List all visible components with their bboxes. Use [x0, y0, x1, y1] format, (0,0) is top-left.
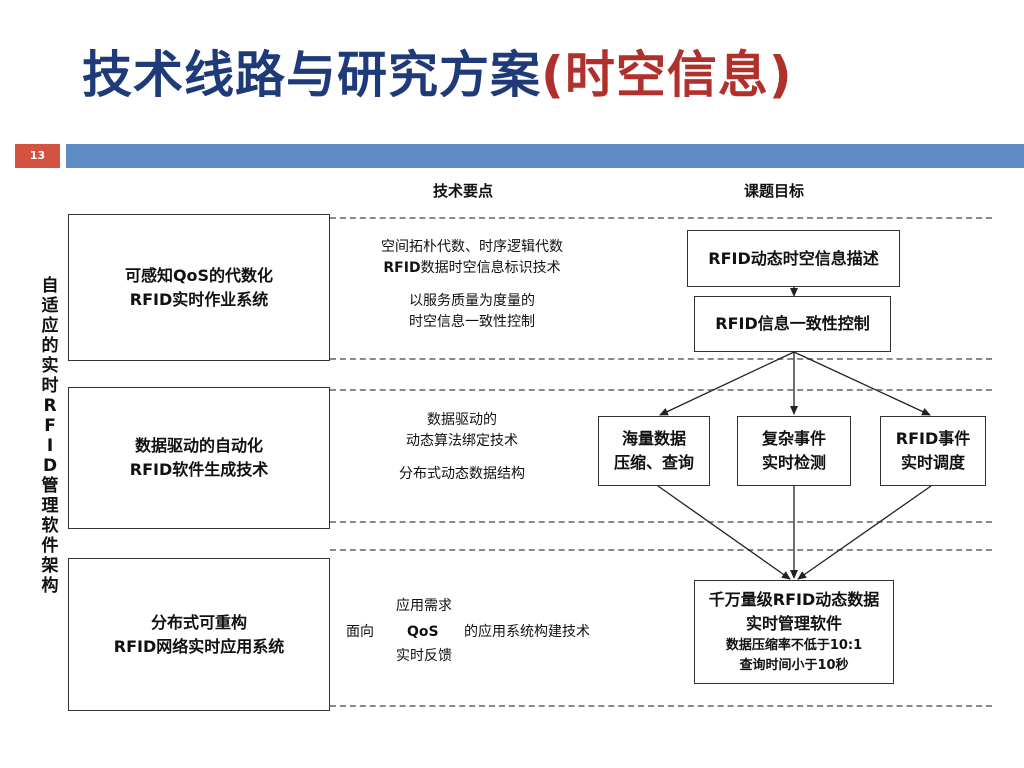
goal-text: 查询时间小于10秒 [739, 658, 849, 673]
goal-text: 压缩、查询 [613, 453, 694, 472]
tech-point-text: 数据驱动的 [427, 412, 497, 428]
side-label-char: 的 [41, 336, 59, 356]
tech-point-text: 应用需求 [396, 598, 452, 614]
left-box-line: RFID实时作业系统 [129, 289, 269, 309]
side-label-char: 适 [41, 296, 59, 316]
side-label-char: 应 [41, 316, 59, 336]
tech-points-group-2: 数据驱动的 动态算法绑定技术 分布式动态数据结构 [362, 410, 562, 485]
goal-text: 实时检测 [761, 453, 826, 472]
dashed-separator [330, 217, 992, 219]
goal-text: RFID动态时空信息描述 [708, 248, 879, 268]
tech-point-text: RFID数据时空信息标识技术 [383, 260, 561, 276]
goal-box-rfid-desc: RFID动态时空信息描述 [687, 230, 900, 287]
goal-box-schedule: RFID事件 实时调度 [880, 416, 986, 486]
left-box-data-driven: 数据驱动的自动化 RFID软件生成技术 [68, 387, 330, 529]
left-box-line: RFID软件生成技术 [129, 460, 269, 479]
side-label-char: F [44, 416, 56, 436]
page-title: 技术线路与研究方案(时空信息) [82, 40, 793, 110]
tech-point-text: 动态算法绑定技术 [406, 433, 518, 449]
arrow [659, 351, 795, 416]
side-label-char: 实 [41, 356, 59, 376]
arrow [797, 485, 932, 580]
side-label-char: I [46, 436, 54, 456]
left-box-line: 数据驱动的自动化 [134, 436, 263, 455]
goal-box-final: 千万量级RFID动态数据 实时管理软件 数据压缩率不低于10:1 查询时间小于1… [694, 580, 894, 684]
tech-point-text: 以服务质量为度量的 [409, 293, 535, 309]
left-box-qos-rtos: 可感知QoS的代数化 RFID实时作业系统 [68, 214, 330, 361]
goal-text: 实时调度 [900, 453, 965, 472]
goal-box-rfid-consistency: RFID信息一致性控制 [694, 296, 891, 352]
tech-point-text: 空间拓朴代数、时序逻辑代数 [381, 239, 563, 255]
tech-point-text: 分布式动态数据结构 [399, 466, 525, 482]
side-label-char: 管 [41, 476, 59, 496]
goal-text: 千万量级RFID动态数据 [708, 590, 880, 609]
dashed-separator [330, 358, 992, 360]
side-label-char: 自 [41, 276, 59, 296]
arrow [657, 485, 791, 580]
column-header-goals: 课题目标 [744, 182, 805, 200]
dashed-separator [330, 389, 992, 391]
tech-point-text: 的应用系统构建技术 [464, 624, 590, 640]
goal-box-compress: 海量数据 压缩、查询 [598, 416, 710, 486]
arrow [793, 351, 931, 416]
goal-text: 实时管理软件 [745, 614, 842, 633]
tech-points-group-1: 空间拓朴代数、时序逻辑代数 RFID数据时空信息标识技术 以服务质量为度量的 时… [352, 237, 592, 333]
title-sub: (时空信息) [541, 46, 793, 104]
left-box-distributed: 分布式可重构 RFID网络实时应用系统 [68, 558, 330, 711]
goal-text: RFID事件 [895, 429, 971, 448]
side-label-char: R [43, 396, 57, 416]
tech-point-text: 面向 [346, 624, 374, 640]
tech-point-text: 实时反馈 [396, 648, 452, 664]
goal-box-detect: 复杂事件 实时检测 [737, 416, 851, 486]
side-label-char: D [42, 456, 58, 476]
tech-point-text: 时空信息一致性控制 [409, 314, 535, 330]
goal-text: RFID信息一致性控制 [715, 314, 870, 333]
column-header-tech-points: 技术要点 [433, 182, 494, 200]
title-divider-bar [66, 144, 1024, 168]
side-label-char: 架 [41, 556, 59, 576]
side-label-char: 软 [41, 516, 59, 536]
dashed-separator [330, 549, 992, 551]
dashed-separator [330, 521, 992, 523]
goal-text: 数据压缩率不低于10:1 [725, 638, 863, 653]
slide-number: 13 [15, 144, 60, 168]
left-box-line: 分布式可重构 [150, 612, 247, 632]
left-box-line: RFID网络实时应用系统 [113, 636, 285, 656]
side-label-char: 时 [41, 376, 59, 396]
tech-point-qos: QoS [407, 624, 439, 640]
side-label-char: 件 [41, 536, 59, 556]
goal-text: 复杂事件 [761, 429, 826, 448]
side-label-char: 理 [41, 496, 59, 516]
side-label-char: 构 [41, 576, 59, 596]
title-main: 技术线路与研究方案 [82, 46, 541, 104]
goal-text: 海量数据 [621, 429, 686, 448]
left-box-line: 可感知QoS的代数化 [124, 265, 274, 285]
dashed-separator [330, 705, 992, 707]
